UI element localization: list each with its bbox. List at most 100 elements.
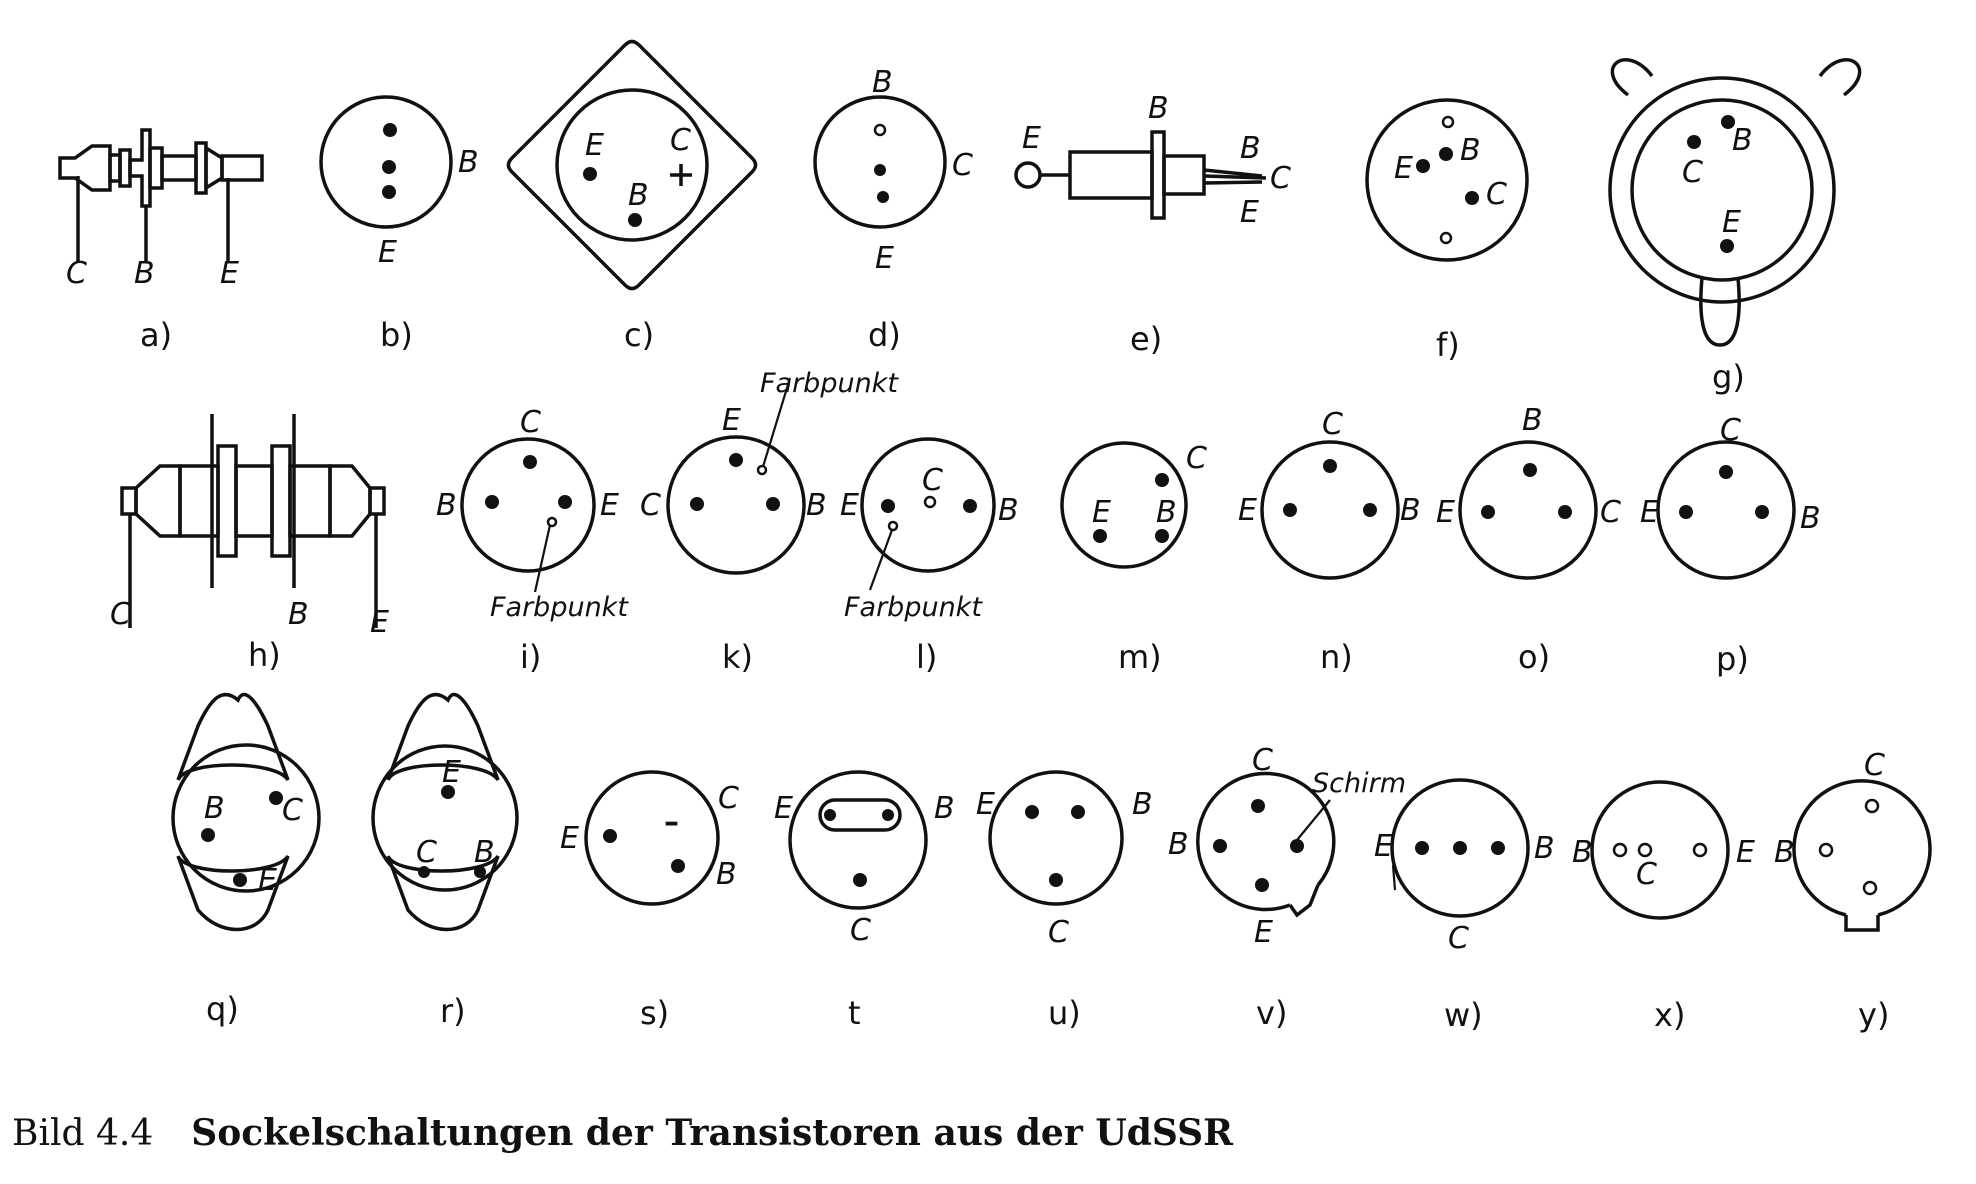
pin-label-base: B bbox=[1132, 787, 1153, 822]
pin-label-emitter: E bbox=[1238, 493, 1257, 528]
pin-label-base: B bbox=[998, 493, 1019, 528]
pin-dot bbox=[201, 828, 215, 842]
panel-label: s) bbox=[640, 994, 669, 1032]
pin-label-base: B bbox=[716, 857, 737, 892]
package-c bbox=[506, 39, 758, 291]
pin-dot bbox=[882, 809, 894, 821]
pin-label-base: B bbox=[1400, 493, 1421, 528]
pin-label-emitter: E bbox=[722, 403, 741, 438]
pin-dot bbox=[963, 499, 977, 513]
pin-dot bbox=[1290, 839, 1304, 853]
pin-label-collector: C bbox=[1682, 155, 1703, 190]
pin-dot bbox=[269, 791, 283, 805]
pin-dot bbox=[558, 495, 572, 509]
pin-label-emitter: E bbox=[1240, 195, 1259, 230]
pin-dot bbox=[1481, 505, 1495, 519]
pin-dot bbox=[1049, 873, 1063, 887]
pin-label-emitter: E bbox=[560, 821, 579, 856]
panel-label: p) bbox=[1716, 640, 1749, 678]
pin-label-collector: C bbox=[718, 781, 739, 816]
pin-dot bbox=[1025, 805, 1039, 819]
panel-label: e) bbox=[1130, 320, 1162, 358]
pin-label-base: B bbox=[134, 256, 155, 291]
pin-dot bbox=[824, 809, 836, 821]
pin-dot bbox=[1415, 841, 1429, 855]
package-g bbox=[1608, 58, 1862, 347]
pin-label-emitter: E bbox=[1436, 495, 1455, 530]
panel-label: b) bbox=[380, 316, 413, 354]
caption-title: Sockelschaltungen der Transistoren aus d… bbox=[191, 1112, 1234, 1154]
pin-dot bbox=[583, 167, 597, 181]
pin-hole bbox=[1818, 842, 1834, 858]
pin-dot bbox=[1523, 463, 1537, 477]
pin-label-collector: C bbox=[1186, 441, 1207, 476]
pin-label-collector: C bbox=[1252, 743, 1273, 778]
pin-dot bbox=[671, 859, 685, 873]
pin-label-emitter: E bbox=[442, 755, 461, 790]
pin-dot bbox=[1323, 459, 1337, 473]
pin-label-base: B bbox=[1148, 91, 1169, 126]
package-o bbox=[1458, 440, 1598, 580]
pin-dot bbox=[853, 873, 867, 887]
pin-dot bbox=[1071, 805, 1085, 819]
pin-label-base: B bbox=[1240, 131, 1261, 166]
pin-dot bbox=[1719, 465, 1733, 479]
pin-dots bbox=[201, 115, 1880, 896]
pin-label-emitter: E bbox=[378, 235, 397, 270]
color-dot bbox=[887, 520, 899, 532]
caption-number: Bild 4.4 bbox=[12, 1113, 154, 1154]
pin-label-collector: C bbox=[282, 793, 303, 828]
pin-dot bbox=[1155, 473, 1169, 487]
pin-hole bbox=[1439, 231, 1453, 245]
panel-label: h) bbox=[248, 636, 281, 674]
pin-label-emitter: E bbox=[875, 241, 894, 276]
pin-label-emitter: E bbox=[1640, 495, 1659, 530]
pin-hole bbox=[1612, 842, 1628, 858]
pin-dot bbox=[877, 191, 889, 203]
pin-label-emitter: E bbox=[1254, 915, 1273, 950]
package-k bbox=[666, 377, 806, 575]
pin-label-collector: C bbox=[640, 488, 661, 523]
pin-hole bbox=[1864, 798, 1880, 814]
package-f bbox=[1365, 98, 1529, 262]
pin-label-base: B bbox=[934, 791, 955, 826]
pin-label-base: B bbox=[474, 835, 495, 870]
pin-label-base: B bbox=[204, 791, 225, 826]
pin-dot bbox=[1720, 239, 1734, 253]
panel-label: q) bbox=[206, 990, 239, 1028]
panel-label: l) bbox=[916, 638, 937, 676]
pin-label-collector: C bbox=[1322, 407, 1343, 442]
panel-label: a) bbox=[140, 316, 172, 354]
pin-label-emitter: E bbox=[840, 488, 859, 523]
pin-label-base: B bbox=[1732, 123, 1753, 158]
package-a bbox=[58, 128, 264, 262]
pin-label-base: B bbox=[458, 145, 479, 180]
pin-label-collector: C bbox=[1048, 915, 1069, 950]
panel-label: y) bbox=[1858, 996, 1889, 1034]
package-x bbox=[1590, 780, 1730, 920]
panel-label: f) bbox=[1436, 326, 1460, 364]
pin-dot bbox=[1416, 159, 1430, 173]
pin-label-collector: C bbox=[1864, 748, 1885, 783]
pin-label-emitter: E bbox=[1722, 205, 1741, 240]
pin-label-emitter: E bbox=[774, 791, 793, 826]
pin-label-collector: C bbox=[922, 463, 943, 498]
pin-label-emitter: E bbox=[220, 256, 239, 291]
panel-label: m) bbox=[1118, 638, 1162, 676]
color-dot bbox=[546, 516, 558, 528]
pin-label-emitter: E bbox=[1022, 121, 1041, 156]
pin-hole bbox=[1441, 115, 1455, 129]
pin-dot bbox=[1679, 505, 1693, 519]
pin-dot bbox=[1755, 505, 1769, 519]
pin-label-collector: C bbox=[110, 597, 131, 632]
shield-note: Schirm bbox=[1312, 768, 1406, 799]
panel-label: o) bbox=[1518, 638, 1550, 676]
pin-label-emitter: E bbox=[1394, 151, 1413, 186]
panel-label: x) bbox=[1654, 996, 1685, 1034]
pin-label-collector: C bbox=[520, 405, 541, 440]
package-h bbox=[120, 414, 386, 628]
pin-label-collector: C bbox=[1720, 413, 1741, 448]
package-q bbox=[171, 692, 321, 932]
pin-label-emitter: E bbox=[258, 863, 277, 898]
pin-dot bbox=[418, 866, 430, 878]
